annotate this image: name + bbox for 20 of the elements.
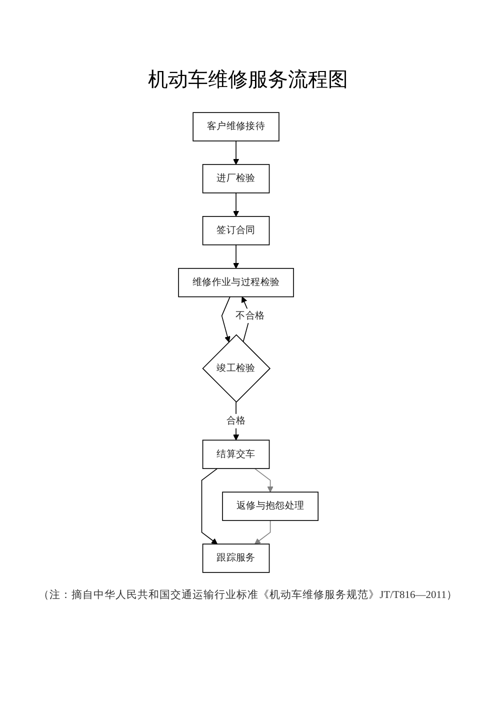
- arrow: [221, 296, 230, 342]
- edge-label: 合格: [226, 416, 246, 426]
- node-diamond: 竣工检验: [202, 334, 270, 403]
- node-box: 客户维修接待: [192, 112, 280, 142]
- node-box: 签订合同: [202, 216, 270, 246]
- caption: （注：摘自中华人民共和国交通运输行业标准《机动车维修服务规范》JT/T816—2011）: [38, 588, 458, 602]
- node-box: 结算交车: [202, 440, 270, 469]
- arrow: [201, 468, 218, 544]
- arrow: [232, 192, 239, 217]
- arrow: [254, 520, 270, 544]
- arrow: [232, 244, 239, 269]
- node-box: 进厂检验: [202, 164, 270, 194]
- node-box: 跟踪服务: [202, 544, 270, 573]
- arrow: [232, 140, 239, 165]
- node-box: 返修与抱怨处理: [222, 492, 318, 521]
- node-box: 维修作业与过程检验: [178, 268, 294, 298]
- arrow: [232, 402, 239, 440]
- diagram-title: 机动车维修服务流程图: [148, 66, 348, 93]
- edge-label: 不合格: [235, 310, 264, 322]
- arrow: [254, 468, 274, 492]
